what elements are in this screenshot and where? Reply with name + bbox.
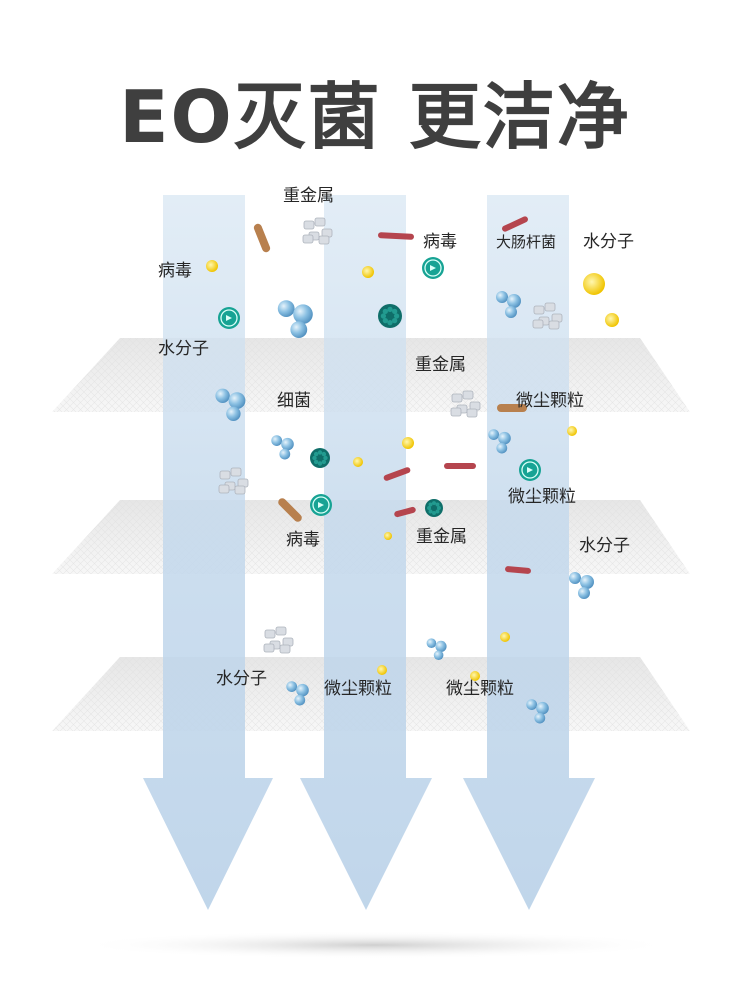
dust-particle-icon <box>605 313 619 327</box>
heavy-metal-icon <box>532 302 563 330</box>
ecoli-icon <box>383 467 411 481</box>
water-molecule-icon <box>215 388 246 421</box>
label-virus-low: 病毒 <box>286 530 320 550</box>
virus-icon <box>519 459 541 481</box>
water-molecule-icon <box>286 681 309 706</box>
bacteria-icon <box>425 499 443 517</box>
label-dust-bottom-right: 微尘颗粒 <box>446 679 514 699</box>
dust-particle-icon <box>583 273 605 295</box>
heavy-metal-icon <box>302 217 333 245</box>
dust-particle-icon <box>384 532 392 540</box>
label-bacteria: 细菌 <box>277 391 311 411</box>
page-title: EO灭菌 更洁净 <box>119 75 631 159</box>
water-molecule-icon <box>526 699 549 724</box>
dust-particle-icon <box>402 437 414 449</box>
label-dust-bottom-center: 微尘颗粒 <box>324 679 392 699</box>
dust-particle-icon <box>377 665 387 675</box>
label-heavy-metal-top: 重金属 <box>283 186 334 206</box>
label-ecoli: 大肠杆菌 <box>496 233 556 251</box>
rod-bacteria-icon <box>253 223 271 253</box>
water-molecule-icon <box>426 638 447 660</box>
bacteria-icon <box>378 304 402 328</box>
ecoli-icon <box>505 566 531 574</box>
label-dust-mid-right: 微尘颗粒 <box>516 391 584 411</box>
ecoli-icon <box>444 463 476 469</box>
label-water-right-low: 水分子 <box>579 536 630 556</box>
dust-particle-icon <box>567 426 577 436</box>
virus-icon <box>218 307 240 329</box>
label-heavy-metal-mid: 重金属 <box>415 355 466 375</box>
label-virus-left: 病毒 <box>158 261 192 281</box>
heavy-metal-icon <box>450 390 481 418</box>
ecoli-icon <box>394 506 416 518</box>
label-water-left: 水分子 <box>158 339 209 359</box>
floor-shadow <box>75 931 675 959</box>
rod-bacteria-icon <box>497 404 527 412</box>
water-molecule-icon <box>496 291 521 318</box>
water-molecule-icon <box>488 429 511 454</box>
label-virus-top: 病毒 <box>423 232 457 252</box>
down-arrow-icon <box>300 195 432 910</box>
label-heavy-metal-low: 重金属 <box>416 527 467 547</box>
heavy-metal-icon <box>218 467 249 495</box>
dust-particle-icon <box>500 632 510 642</box>
water-molecule-icon <box>271 435 294 460</box>
virus-icon <box>422 257 444 279</box>
dust-particle-icon <box>353 457 363 467</box>
bacteria-icon <box>310 448 330 468</box>
dust-particle-icon <box>362 266 374 278</box>
label-water-top-right: 水分子 <box>583 232 634 252</box>
label-water-bottom-left: 水分子 <box>216 669 267 689</box>
down-arrow-icon <box>463 195 595 910</box>
dust-particle-icon <box>470 671 480 681</box>
virus-icon <box>310 494 332 516</box>
water-molecule-icon <box>277 300 313 338</box>
ecoli-icon <box>502 216 528 232</box>
ecoli-icon <box>378 232 414 240</box>
label-dust-right-lower: 微尘颗粒 <box>508 487 576 507</box>
dust-particle-icon <box>206 260 218 272</box>
rod-bacteria-icon <box>278 498 302 522</box>
down-arrow-icon <box>143 195 273 910</box>
heavy-metal-icon <box>263 626 294 654</box>
water-molecule-icon <box>569 572 594 599</box>
